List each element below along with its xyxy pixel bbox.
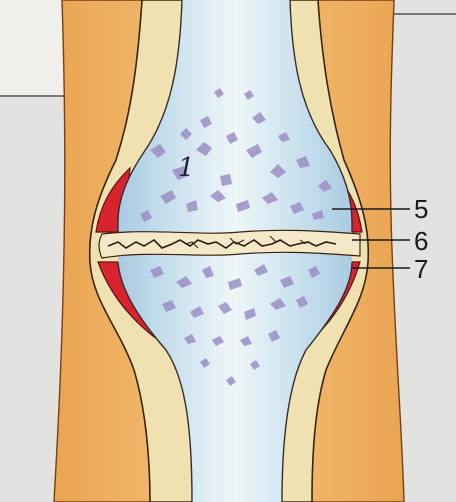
- callout-label-6: 6: [414, 226, 428, 256]
- region-mark-1: 1: [178, 153, 195, 183]
- callout-label-7: 7: [414, 254, 428, 284]
- callout-label-5: 5: [414, 194, 428, 224]
